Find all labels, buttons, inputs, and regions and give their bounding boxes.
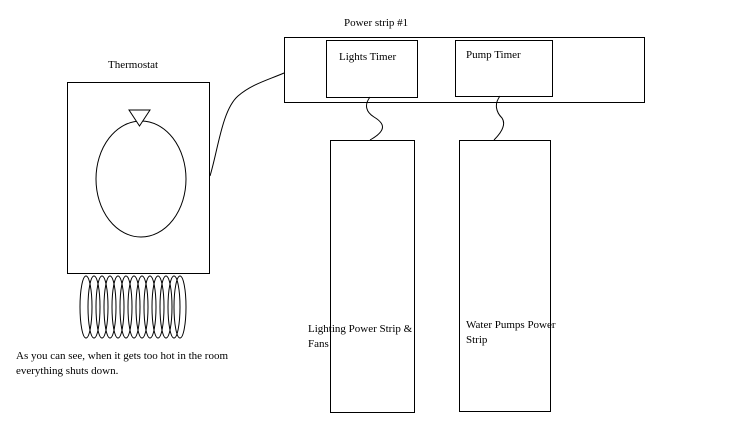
thermostat-box	[67, 82, 210, 274]
power-strip-box	[284, 37, 645, 103]
lights-timer-label: Lights Timer	[339, 51, 397, 63]
lights-timer-box	[326, 40, 418, 98]
heating-coil	[79, 275, 187, 339]
lights-timer-cord	[366, 96, 383, 141]
pump-timer-box	[455, 40, 553, 97]
lighting-power-strip-box	[330, 140, 415, 413]
water-pumps-power-strip-label: Water Pumps Power Strip	[466, 319, 556, 346]
thermostat-dial	[95, 120, 187, 238]
thermostat-cord	[209, 72, 285, 177]
power-strip-label: Power strip #1	[344, 17, 409, 29]
caption-text: As you can see, when it gets too hot in …	[16, 350, 229, 377]
thermostat-pointer	[128, 109, 151, 127]
pump-timer-cord	[493, 95, 505, 141]
water-pumps-power-strip-box	[459, 140, 551, 412]
lighting-power-strip-label: Lighting Power Strip & Fans	[308, 323, 413, 350]
pump-timer-label: Pump Timer	[466, 49, 521, 61]
thermostat-label: Thermostat	[108, 59, 159, 71]
